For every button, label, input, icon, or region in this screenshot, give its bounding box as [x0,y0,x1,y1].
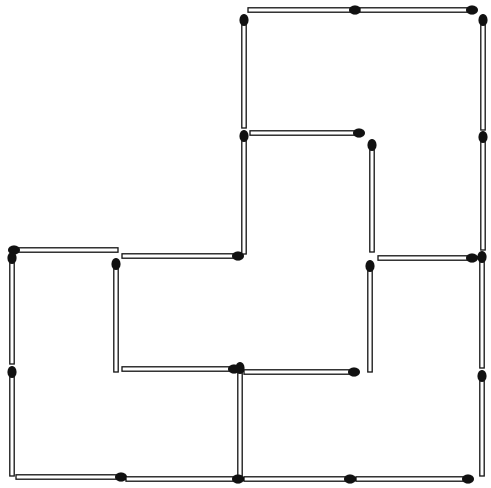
matchstick [122,364,240,373]
matchstick [239,14,248,128]
matchstick [235,362,244,476]
matchstick-body [10,256,14,364]
matchstick-body [126,477,240,481]
matchstick-body [378,256,474,260]
matchstick [7,252,16,364]
matchstick-head [365,260,374,272]
matchstick [365,260,374,372]
matchstick [16,472,127,481]
matchstick-body [122,367,236,371]
matchstick-head [7,252,16,264]
matchstick-body [12,248,118,252]
matchstick [360,5,478,14]
matchstick-head [344,474,356,483]
matchstick-body [480,374,484,476]
matchstick-body [370,143,374,252]
matchstick [477,251,486,368]
matchstick-body [368,264,372,372]
matchstick-body [248,8,357,12]
matchstick-head [232,251,244,260]
matchstick [367,139,376,252]
matchstick-head [367,139,376,151]
matchstick-body [242,18,246,128]
matchstick [244,474,356,483]
matchstick [7,366,16,476]
matchstick-head [477,370,486,382]
matchstick-head [466,5,478,14]
matchstick [250,128,365,137]
matchstick-head [478,14,487,26]
matchstick-body [360,8,474,12]
matchstick-body [122,254,240,258]
matchstick-head [115,472,127,481]
matchstick [239,130,248,254]
matchstick-body [10,370,14,476]
matchstick [8,245,118,254]
matchstick-head [111,258,120,270]
matchstick-head [7,366,16,378]
matchstick [356,474,474,483]
matchstick-body [242,134,246,254]
matchstick-body [356,477,470,481]
matchstick-head [239,14,248,26]
matchstick-head [348,367,360,376]
matchstick-body [244,477,352,481]
matchstick [126,474,244,483]
matchstick [111,258,120,372]
matchstick [478,131,487,250]
matchstick [244,367,360,376]
matchstick-body [114,262,118,372]
matchstick-body [480,255,484,368]
matchstick [248,5,361,14]
matchstick [378,253,478,262]
matchstick-head [353,128,365,137]
matchstick-head [239,130,248,142]
matchstick [478,14,487,130]
matchstick-body [481,18,485,130]
matchstick-body [16,475,123,479]
matchstick-head [232,474,244,483]
matchstick-body [238,366,242,476]
matchstick-head [228,364,240,373]
matchstick-head [477,251,486,263]
matchstick-body [481,135,485,250]
matchstick-body [244,370,356,374]
matchstick [122,251,244,260]
matchstick-body [250,131,361,135]
matchstick-head [466,253,478,262]
matchstick-head [349,5,361,14]
matchstick-head [478,131,487,143]
matchstick [477,370,486,476]
matchstick-head [462,474,474,483]
